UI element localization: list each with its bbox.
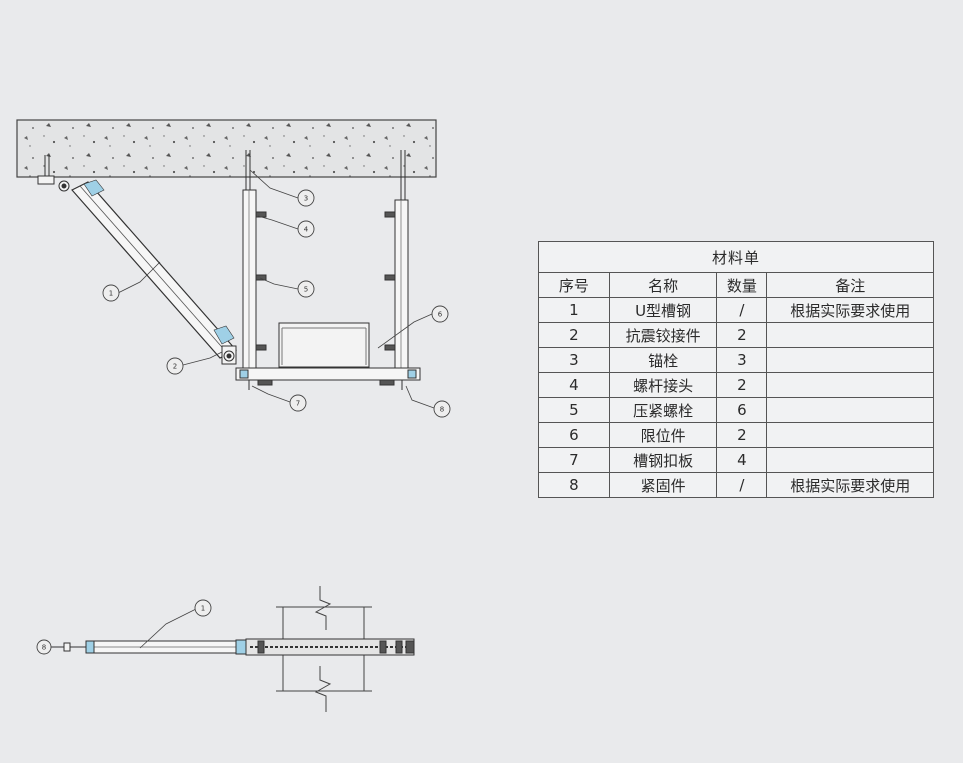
cell-name: U型槽钢 xyxy=(608,297,718,323)
callout-5: 5 xyxy=(297,280,315,298)
bottom-hinge xyxy=(221,345,237,365)
supported-duct xyxy=(278,322,370,368)
cell-qty: 2 xyxy=(716,422,768,448)
callout-1: 1 xyxy=(102,284,120,302)
svg-text:8: 8 xyxy=(440,406,444,414)
table-row: 4 螺杆接头 2 xyxy=(538,372,934,398)
cell-note: 根据实际要求使用 xyxy=(766,472,934,498)
base-channel xyxy=(235,367,421,390)
front-callouts: 1 2 3 4 5 6 7 xyxy=(102,189,451,418)
cell-no: 8 xyxy=(538,472,610,498)
cell-no: 2 xyxy=(538,322,610,348)
cell-no: 1 xyxy=(538,297,610,323)
cell-no: 7 xyxy=(538,447,610,473)
cell-qty: 6 xyxy=(716,397,768,423)
cell-no: 4 xyxy=(538,372,610,398)
cell-name: 压紧螺栓 xyxy=(608,397,718,423)
header-name: 名称 xyxy=(608,272,718,298)
leader-lines xyxy=(117,169,435,409)
callout-3: 3 xyxy=(297,189,315,207)
plan-view: 1 8 xyxy=(36,586,415,712)
svg-text:3: 3 xyxy=(304,195,308,203)
cell-note xyxy=(766,422,934,448)
cell-no: 6 xyxy=(538,422,610,448)
concrete-slab xyxy=(16,119,437,178)
callout-6: 6 xyxy=(431,305,449,323)
cell-note xyxy=(766,397,934,423)
svg-text:8: 8 xyxy=(42,644,46,652)
plan-callout-8: 8 xyxy=(36,639,52,655)
table-title-row: 材料单 xyxy=(538,241,934,273)
left-vertical-channel xyxy=(242,150,267,369)
svg-text:1: 1 xyxy=(201,605,205,613)
right-vertical-channel xyxy=(384,150,409,369)
callout-2: 2 xyxy=(166,357,184,375)
cell-qty: / xyxy=(716,472,768,498)
front-elevation: 1 2 3 4 5 6 7 xyxy=(16,119,451,418)
cell-qty: 3 xyxy=(716,347,768,373)
plan-callout-1: 1 xyxy=(194,599,212,617)
cell-qty: 4 xyxy=(716,447,768,473)
cell-no: 5 xyxy=(538,397,610,423)
callout-8: 8 xyxy=(433,400,451,418)
svg-text:6: 6 xyxy=(438,311,443,319)
table-row: 2 抗震铰接件 2 xyxy=(538,322,934,348)
cell-note xyxy=(766,447,934,473)
plan-leader xyxy=(139,608,197,649)
cell-qty: 2 xyxy=(716,372,768,398)
svg-text:4: 4 xyxy=(304,226,309,234)
svg-text:5: 5 xyxy=(304,286,308,294)
cell-qty: / xyxy=(716,297,768,323)
callout-4: 4 xyxy=(297,220,315,238)
cell-name: 螺杆接头 xyxy=(608,372,718,398)
cell-name: 紧固件 xyxy=(608,472,718,498)
header-no: 序号 xyxy=(538,272,610,298)
table-row: 8 紧固件 / 根据实际要求使用 xyxy=(538,472,934,498)
cell-no: 3 xyxy=(538,347,610,373)
svg-text:2: 2 xyxy=(173,363,177,371)
table-row: 3 锚栓 3 xyxy=(538,347,934,373)
callout-7: 7 xyxy=(289,394,307,412)
top-hinge-left xyxy=(37,155,70,192)
plan-brace xyxy=(50,638,415,656)
table-row: 6 限位件 2 xyxy=(538,422,934,448)
cell-note xyxy=(766,347,934,373)
materials-table: 材料单 序号 名称 数量 备注 1 U型槽钢 / 根据实际要求使用 2 抗震铰接… xyxy=(538,241,934,498)
table-row: 5 压紧螺栓 6 xyxy=(538,397,934,423)
cell-name: 槽钢扣板 xyxy=(608,447,718,473)
cell-note xyxy=(766,372,934,398)
cell-name: 锚栓 xyxy=(608,347,718,373)
table-row: 1 U型槽钢 / 根据实际要求使用 xyxy=(538,297,934,323)
table-row: 7 槽钢扣板 4 xyxy=(538,447,934,473)
cell-name: 抗震铰接件 xyxy=(608,322,718,348)
diagonal-brace xyxy=(71,179,237,359)
header-note: 备注 xyxy=(766,272,934,298)
table-header-row: 序号 名称 数量 备注 xyxy=(538,272,934,298)
table-title: 材料单 xyxy=(538,241,934,273)
cell-note: 根据实际要求使用 xyxy=(766,297,934,323)
cell-qty: 2 xyxy=(716,322,768,348)
cell-name: 限位件 xyxy=(608,422,718,448)
header-qty: 数量 xyxy=(716,272,768,298)
svg-text:7: 7 xyxy=(296,400,300,408)
svg-text:1: 1 xyxy=(109,290,113,298)
cell-note xyxy=(766,322,934,348)
